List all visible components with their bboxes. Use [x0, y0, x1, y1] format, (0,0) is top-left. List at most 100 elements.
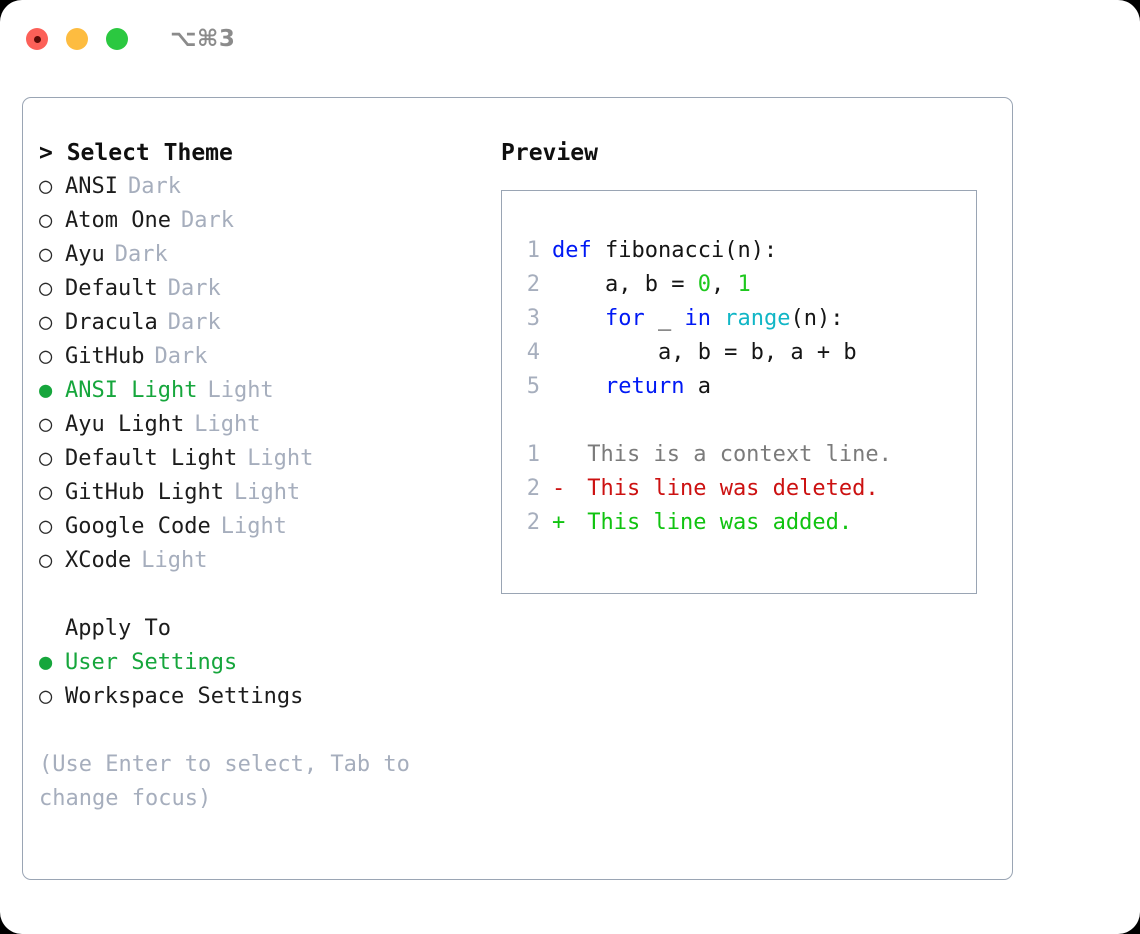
radio-unselected-icon: ○ [39, 310, 53, 335]
diff-sign: + [552, 510, 566, 535]
code-diff-spacer [512, 404, 970, 438]
radio-unselected-icon: ○ [39, 208, 53, 233]
diff-line-number: 2 [526, 476, 540, 501]
theme-name: ANSI Light [65, 378, 198, 403]
code-token-kw: return [604, 374, 685, 399]
theme-kind-badge: Dark [180, 208, 234, 233]
code-token-kw: in [684, 306, 711, 331]
code-line: 2 a, b = 0, 1 [512, 268, 970, 302]
theme-name: Atom One [65, 208, 171, 233]
apply-to-option[interactable]: ○Workspace Settings [39, 680, 489, 714]
code-line-number: 5 [526, 374, 540, 399]
code-token-plain: fibonacci(n): [591, 238, 778, 263]
radio-selected-icon: ● [39, 650, 53, 675]
code-token-num: 1 [737, 272, 751, 297]
theme-list-item[interactable]: ○ Ayu Dark [39, 238, 489, 272]
theme-kind-badge: Dark [167, 276, 221, 301]
code-token-num: 0 [697, 272, 711, 297]
apply-to-option-label: Workspace Settings [65, 684, 304, 709]
keyboard-hint-text: (Use Enter to select, Tab to change focu… [39, 752, 410, 811]
radio-unselected-icon: ○ [39, 276, 53, 301]
diff-sign [552, 438, 574, 472]
theme-kind-badge: Light [141, 548, 208, 573]
apply-to-option[interactable]: ●User Settings [39, 646, 489, 680]
theme-kind-badge: Light [220, 514, 287, 539]
code-line-number: 2 [526, 272, 540, 297]
diff-line-context: 1 This is a context line. [512, 438, 970, 472]
theme-name: GitHub [65, 344, 145, 369]
code-token-plain [711, 306, 724, 331]
code-token-plain: , [710, 272, 738, 297]
radio-selected-icon: ● [39, 378, 53, 403]
traffic-lights [26, 28, 128, 50]
diff-line-text: This is a context line. [574, 442, 892, 467]
code-token-plain: (n): [790, 306, 844, 331]
radio-unselected-icon: ○ [39, 480, 53, 505]
theme-name: ANSI [65, 174, 118, 199]
theme-name: Dracula [65, 310, 158, 335]
code-token-fn: range [724, 306, 791, 331]
radio-unselected-icon: ○ [39, 344, 53, 369]
theme-list-item[interactable]: ○ Atom One Dark [39, 204, 489, 238]
code-token-plain [552, 306, 605, 331]
theme-kind-badge: Light [194, 412, 261, 437]
code-line-number: 4 [526, 340, 540, 365]
code-line-number: 3 [526, 306, 540, 331]
theme-kind-badge: Light [247, 446, 314, 471]
diff-line-number: 2 [526, 510, 540, 535]
diff-line-text: This line was added. [574, 510, 853, 535]
minimize-window-button[interactable] [66, 28, 88, 50]
diff-line-removed: 2- This line was deleted. [512, 472, 970, 506]
apply-to-options: ●User Settings○Workspace Settings [39, 646, 489, 714]
theme-kind-badge: Light [207, 378, 274, 403]
radio-unselected-icon: ○ [39, 242, 53, 267]
theme-list-item[interactable]: ○ Default Dark [39, 272, 489, 306]
code-line-text: a, b = b, a + b [552, 336, 857, 370]
theme-list-item[interactable]: ○ GitHub Dark [39, 340, 489, 374]
theme-name: Google Code [65, 514, 211, 539]
theme-kind-badge: Dark [114, 242, 168, 267]
code-line: 3 for _ in range(n): [512, 302, 970, 336]
code-line: 5 return a [512, 370, 970, 404]
theme-kind-badge: Dark [154, 344, 208, 369]
theme-list-item[interactable]: ○ Default Light Light [39, 442, 489, 476]
radio-unselected-icon: ○ [39, 446, 53, 471]
diff-line-text: This line was deleted. [574, 476, 879, 501]
code-line-text: return a [552, 370, 711, 404]
code-line: 4 a, b = b, a + b [512, 336, 970, 370]
code-token-plain: a [684, 374, 711, 399]
close-icon [33, 35, 41, 43]
diff-sample: 1 This is a context line.2- This line wa… [512, 438, 970, 540]
radio-unselected-icon: ○ [39, 548, 53, 573]
theme-list-item[interactable]: ● ANSI Light Light [39, 374, 489, 408]
code-token-plain: a, b = b, a + b [552, 340, 857, 365]
code-line-number: 1 [526, 238, 540, 263]
theme-kind-badge: Light [233, 480, 301, 505]
theme-name: Default Light [65, 446, 238, 471]
theme-list-item[interactable]: ○ Ayu Light Light [39, 408, 489, 442]
theme-name: Ayu [65, 242, 105, 267]
code-token-plain [552, 374, 605, 399]
code-line-text: def fibonacci(n): [552, 234, 777, 268]
radio-unselected-icon: ○ [39, 174, 53, 199]
theme-name: Default [65, 276, 158, 301]
apply-to-section: Apply To ●User Settings○Workspace Settin… [39, 612, 489, 714]
close-window-button[interactable] [26, 28, 48, 50]
zoom-window-button[interactable] [106, 28, 128, 50]
code-token-plain: _ [644, 306, 685, 331]
theme-name: Ayu Light [65, 412, 185, 437]
radio-unselected-icon: ○ [39, 412, 53, 437]
code-token-kw: for [604, 306, 645, 331]
